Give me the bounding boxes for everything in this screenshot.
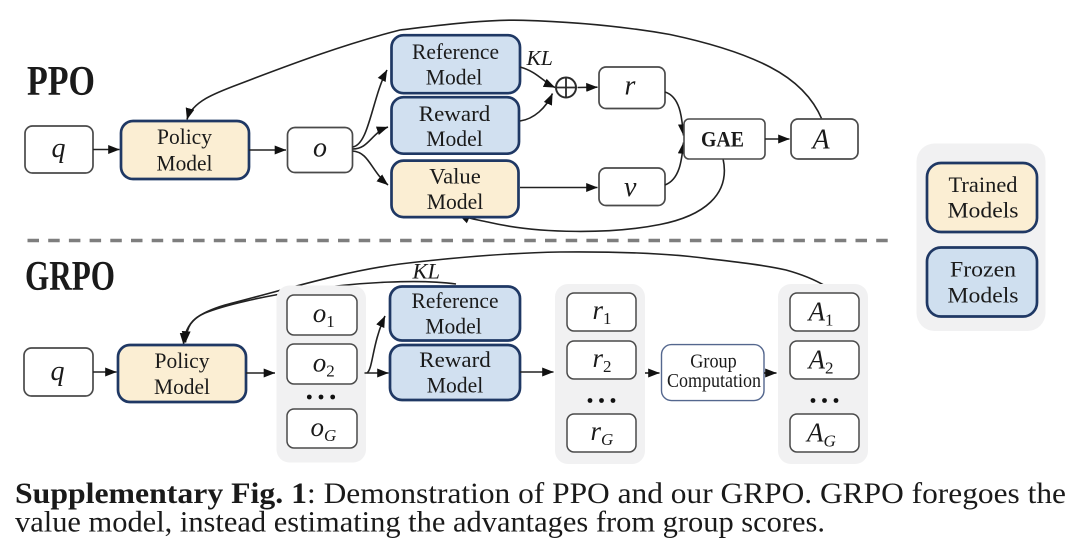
svg-text:Models: Models bbox=[948, 198, 1019, 223]
svg-text:v: v bbox=[624, 172, 637, 203]
svg-text:Reward: Reward bbox=[419, 347, 491, 372]
svg-text:o: o bbox=[313, 133, 327, 164]
svg-text:Reward: Reward bbox=[419, 101, 491, 126]
svg-text:PPO: PPO bbox=[27, 59, 95, 105]
svg-text:q: q bbox=[52, 133, 66, 164]
svg-text:: Demonstration of PPO and our: : Demonstration of PPO and our GRPO. GRP… bbox=[307, 477, 1066, 510]
svg-text:AG: AG bbox=[805, 418, 836, 451]
svg-text:Trained: Trained bbox=[949, 172, 1018, 197]
svg-text:q: q bbox=[51, 356, 65, 387]
svg-text:Frozen: Frozen bbox=[950, 257, 1016, 282]
svg-text:Group: Group bbox=[690, 351, 737, 373]
svg-text:Model: Model bbox=[427, 189, 484, 214]
svg-text:Computation: Computation bbox=[667, 370, 761, 392]
svg-text:Reference: Reference bbox=[412, 288, 499, 313]
svg-text:A2: A2 bbox=[807, 345, 834, 378]
svg-text:Model: Model bbox=[425, 314, 482, 339]
svg-text:A1: A1 bbox=[807, 297, 834, 330]
svg-text:A: A bbox=[811, 125, 831, 156]
svg-text:Model: Model bbox=[427, 373, 484, 398]
svg-text:Policy: Policy bbox=[157, 124, 213, 149]
svg-text:Model: Model bbox=[426, 126, 483, 151]
svg-text:Model: Model bbox=[154, 374, 210, 399]
svg-text:r: r bbox=[625, 71, 636, 102]
svg-text:Model: Model bbox=[426, 64, 483, 89]
svg-text:Model: Model bbox=[157, 151, 213, 176]
svg-text:value model, instead estimatin: value model, instead estimating the adva… bbox=[15, 506, 825, 539]
svg-text:KL: KL bbox=[526, 46, 553, 70]
svg-text:GAE: GAE bbox=[701, 127, 744, 152]
svg-text:KL: KL bbox=[412, 259, 441, 284]
svg-text:Value: Value bbox=[429, 164, 481, 189]
svg-text:Reference: Reference bbox=[412, 39, 499, 64]
svg-text:Models: Models bbox=[948, 282, 1019, 307]
svg-text:GRPO: GRPO bbox=[25, 254, 115, 300]
svg-text:Supplementary Fig. 1: Supplementary Fig. 1 bbox=[15, 477, 307, 510]
svg-text:Policy: Policy bbox=[155, 348, 211, 373]
